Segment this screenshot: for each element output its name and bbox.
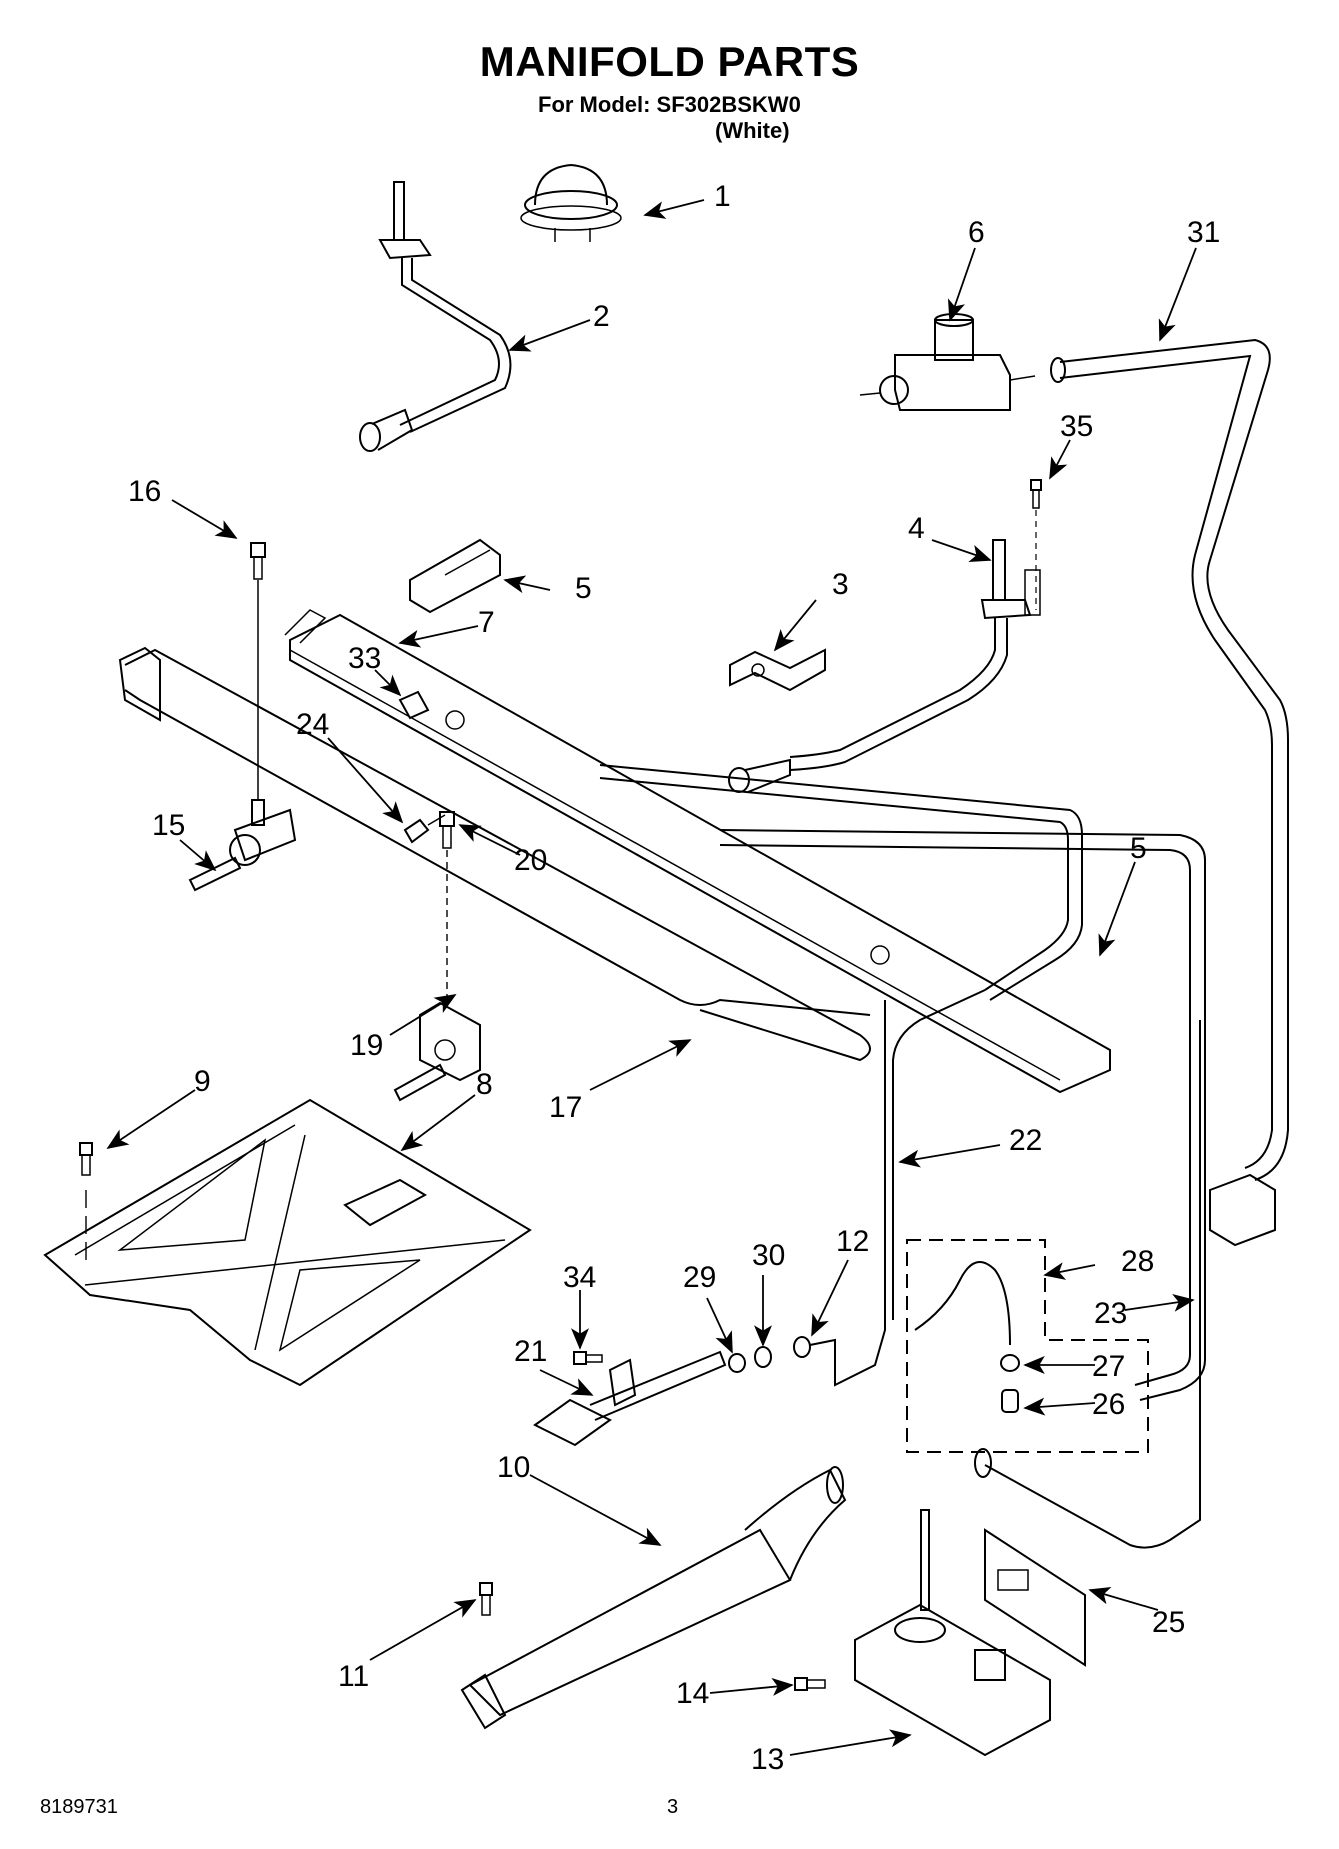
- part-23-tube: [974, 1020, 1201, 1549]
- callout-10: 10: [497, 1451, 530, 1484]
- part-33-clip: [398, 690, 430, 720]
- part-26-fitting: [1001, 1389, 1019, 1413]
- callout-14: 14: [676, 1677, 709, 1710]
- part-15-burner-valve: [188, 799, 297, 892]
- callout-1: 1: [714, 180, 731, 213]
- part-9-screw: [79, 1142, 93, 1260]
- page-title: MANIFOLD PARTS: [479, 38, 860, 85]
- callout-27: 27: [1092, 1350, 1125, 1383]
- callout-8: 8: [476, 1068, 493, 1101]
- document-number: 8189731: [40, 1796, 118, 1818]
- part-2-burner-tube: [359, 181, 512, 452]
- part-17-manifold-pipe: [118, 646, 1206, 1401]
- callout-26: 26: [1092, 1388, 1125, 1421]
- callout-22: 22: [1009, 1124, 1042, 1157]
- part-20-screw: [439, 811, 455, 1000]
- part-28-tube-kit: [906, 1239, 1149, 1453]
- leaders: [106, 199, 1197, 1756]
- part-8-oven-burner-baffle: [43, 1098, 532, 1387]
- callout-20: 20: [514, 844, 547, 877]
- color-subtitle: (White): [715, 118, 790, 143]
- callout-5-top: 5: [575, 572, 592, 605]
- callout-9: 9: [194, 1065, 211, 1098]
- part-11-screw: [479, 1582, 493, 1616]
- callout-4: 4: [908, 512, 925, 545]
- part-31-gas-supply-tube: [1050, 338, 1289, 1247]
- callout-17: 17: [549, 1091, 582, 1124]
- part-10-oven-burner: [460, 1466, 847, 1730]
- callout-33: 33: [348, 642, 381, 675]
- part-12-nut: [793, 1000, 886, 1387]
- callout-16: 16: [128, 475, 161, 508]
- callout-21: 21: [514, 1335, 547, 1368]
- callout-labels: 1 2 3 4 5 5 6 7 8 9 10 11 12 13 14 15 16…: [128, 180, 1220, 1776]
- part-21-orifice-holder: [533, 1350, 727, 1447]
- callout-3: 3: [832, 568, 849, 601]
- callout-34: 34: [563, 1261, 596, 1294]
- callout-35: 35: [1060, 410, 1093, 443]
- part-1-burner-cap: [520, 163, 622, 242]
- callout-25: 25: [1152, 1606, 1185, 1639]
- part-13-oven-safety-valve: [854, 1509, 1051, 1757]
- callout-12: 12: [836, 1225, 869, 1258]
- callout-5-right: 5: [1130, 832, 1147, 865]
- part-4-burner-tube: [728, 539, 1041, 793]
- part-7-manifold-bracket: [284, 609, 1111, 1094]
- callout-30: 30: [752, 1239, 785, 1272]
- part-25-bracket-plate: [984, 1528, 1086, 1667]
- part-30-sleeve: [754, 1346, 772, 1368]
- part-35-screw: [1030, 479, 1042, 610]
- callout-7: 7: [478, 606, 495, 639]
- callout-24: 24: [296, 708, 329, 741]
- callout-2: 2: [593, 300, 610, 333]
- model-subtitle: For Model: SF302BSKW0: [538, 92, 801, 117]
- part-6-pressure-regulator: [859, 313, 1036, 411]
- part-29-nut: [728, 1353, 746, 1373]
- part-19-igniter-switch: [393, 1001, 481, 1102]
- callout-29: 29: [683, 1261, 716, 1294]
- part-5-clip-bracket: [409, 538, 501, 614]
- part-34-screw: [573, 1351, 603, 1365]
- callout-19: 19: [350, 1029, 383, 1062]
- callout-15: 15: [152, 809, 185, 842]
- callout-13: 13: [751, 1743, 784, 1776]
- part-16-screw: [250, 542, 266, 800]
- callout-11: 11: [338, 1660, 369, 1693]
- part-24-orifice: [403, 814, 446, 844]
- part-27-nut: [1000, 1354, 1020, 1372]
- callout-6: 6: [968, 216, 985, 249]
- callout-31: 31: [1187, 216, 1220, 249]
- part-22-tube: [892, 989, 986, 1320]
- callout-28: 28: [1121, 1245, 1154, 1278]
- part-14-screw: [794, 1677, 826, 1691]
- callout-23: 23: [1094, 1297, 1127, 1330]
- page-number: 3: [667, 1796, 679, 1818]
- part-3-mounting-bracket: [729, 648, 826, 692]
